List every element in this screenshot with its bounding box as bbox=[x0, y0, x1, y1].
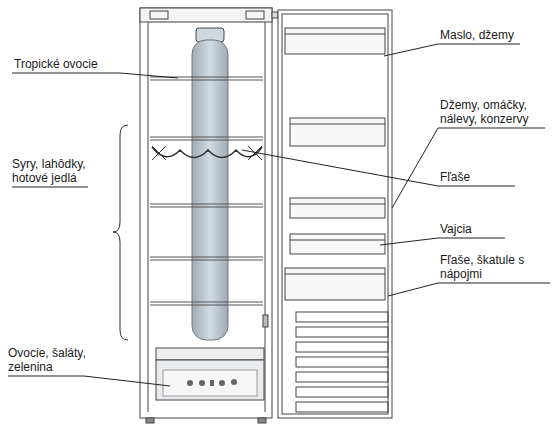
zone-label: Tropické ovocie bbox=[14, 57, 124, 71]
door-slat bbox=[296, 387, 388, 397]
zone-label: Ovocie, šaláty, zelenina bbox=[8, 346, 98, 374]
door-label: Maslo, džemy bbox=[440, 28, 550, 42]
door-label: Džemy, omáčky, nálevy, konzervy bbox=[440, 98, 550, 126]
door-slat bbox=[296, 402, 388, 412]
door-label: Vajcia bbox=[440, 222, 550, 236]
door-slat bbox=[296, 342, 388, 352]
door-label: Fľaše, škatule s nápojmi bbox=[440, 253, 552, 281]
door-slat bbox=[296, 327, 388, 337]
door-slat bbox=[296, 357, 388, 367]
door-slat bbox=[296, 312, 388, 322]
door-slat bbox=[296, 372, 388, 382]
zone-label: Syry, lahôdky, hotové jedlá bbox=[12, 157, 102, 185]
door-label: Fľaše bbox=[440, 170, 550, 184]
